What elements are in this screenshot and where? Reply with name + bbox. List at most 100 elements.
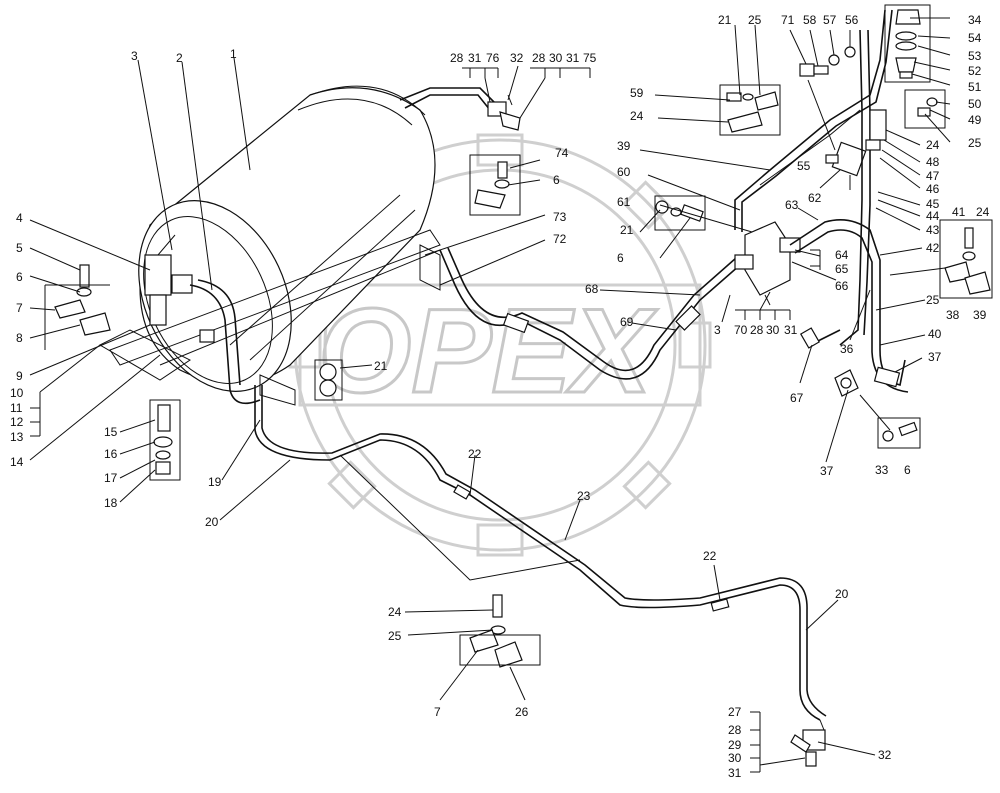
leader-lines: [29, 17, 951, 773]
callout-11: 11: [10, 401, 23, 415]
callout-37-right: 40: [928, 327, 942, 341]
callout-50: 51: [968, 80, 982, 94]
callout-39-right: 38: [946, 308, 960, 322]
tank-valve-left: [144, 234, 261, 405]
clamp-set-bottom: [459, 594, 541, 668]
top-drain-line: [399, 87, 521, 131]
callout-31-top: 31: [468, 51, 482, 65]
callout-7b: 7: [434, 705, 441, 719]
drain-valve-bottom: [790, 719, 826, 767]
main-hose-center: [439, 247, 741, 380]
callout-20b: 20: [835, 587, 849, 601]
callout-25-top: 21: [718, 13, 732, 27]
callout-37: 36: [840, 342, 854, 356]
callout-21-mid: 61: [617, 195, 631, 209]
callout-13: 13: [10, 430, 24, 444]
callout-30-mid: 28: [750, 323, 764, 337]
callout-6-right: 33: [875, 463, 889, 477]
callout-19: 19: [208, 475, 222, 489]
callout-31-mid: 30: [766, 323, 780, 337]
callout-14: 14: [10, 455, 24, 469]
callout-67: 66: [835, 279, 849, 293]
callout-1: 1: [230, 47, 237, 61]
callout-58: 71: [781, 13, 795, 27]
callout-20: 20: [205, 515, 219, 529]
callout-54: 34: [968, 13, 982, 27]
callout-3-mid: 69: [620, 315, 634, 329]
bolt-set-lower-left: [149, 399, 181, 481]
callout-65: 64: [835, 248, 849, 262]
clamp-set-top: [719, 84, 781, 136]
callout-57: 58: [803, 13, 817, 27]
callout-75: 75: [583, 51, 597, 65]
callout-48: 24: [926, 138, 940, 152]
callout-39: 24: [630, 109, 644, 123]
callout-55: 56: [845, 13, 859, 27]
callout-26: 26: [515, 705, 529, 719]
callout-40: 39: [973, 308, 987, 322]
callout-22: 22: [468, 447, 482, 461]
callout-62: 55: [797, 159, 811, 173]
fitting-36: [799, 327, 821, 349]
callout-34: 6: [904, 463, 911, 477]
callout-25: 25: [388, 629, 402, 643]
callout-72: 72: [553, 232, 567, 246]
callout-61: 60: [617, 165, 631, 179]
callout-28-mid: 70: [734, 323, 748, 337]
fitting-55-58: [799, 46, 856, 77]
callout-28-top: 28: [450, 51, 464, 65]
callout-35: 37: [928, 350, 942, 364]
callout-52: 53: [968, 49, 982, 63]
callout-18: 18: [104, 496, 118, 510]
callout-8: 8: [16, 331, 23, 345]
valve-35: [873, 366, 901, 388]
callout-5: 5: [16, 241, 23, 255]
valve-62: [825, 141, 867, 190]
callout-45: 46: [926, 182, 940, 196]
callout-71: 31: [784, 323, 798, 337]
callout-2: 2: [176, 51, 183, 65]
bracket-upper: [469, 154, 521, 216]
callout-38: 25: [926, 293, 940, 307]
right-hoses: [811, 29, 909, 393]
callout-6-top: 6: [553, 173, 560, 187]
callout-21: 21: [374, 359, 388, 373]
callout-23: 23: [577, 489, 591, 503]
callout-74: 74: [555, 146, 569, 160]
callout-73: 73: [553, 210, 567, 224]
callout-51: 52: [968, 64, 982, 78]
callout-32-top: 32: [510, 51, 524, 65]
callout-17: 17: [104, 471, 118, 485]
callout-53: 54: [968, 31, 982, 45]
callout-44: 45: [926, 197, 940, 211]
callout-25-far: 24: [976, 205, 990, 219]
callout-24-far: 41: [952, 205, 966, 219]
callout-68: 6: [617, 251, 624, 265]
callout-15: 15: [104, 425, 118, 439]
callout-22b: 22: [703, 549, 717, 563]
callout-70: 3: [714, 323, 721, 337]
callout-28: 28: [728, 723, 742, 737]
callout-3: 3: [131, 49, 138, 63]
upper-lines: [734, 9, 893, 232]
callout-31: 31: [728, 766, 742, 780]
callout-69: 68: [585, 282, 599, 296]
callout-12: 12: [10, 415, 24, 429]
callout-10: 10: [10, 386, 24, 400]
callout-59: 25: [748, 13, 762, 27]
callout-63: 62: [808, 191, 822, 205]
callout-29: 29: [728, 738, 742, 752]
callout-16: 16: [104, 447, 118, 461]
callout-30-top: 30: [549, 51, 563, 65]
callout-24: 24: [388, 605, 402, 619]
callout-4: 4: [16, 211, 23, 225]
callout-49: 50: [968, 97, 982, 111]
clamp-set-right: [939, 219, 993, 299]
callout-labels: 3 2 1 4 5 6 7 8 9 10 11 12 13 14 15 16 1…: [10, 13, 990, 780]
callout-32: 32: [878, 748, 892, 762]
nut-pair: [314, 359, 343, 401]
bolt-34: [877, 417, 921, 449]
valve-33: [834, 369, 859, 397]
callout-42: 43: [926, 223, 940, 237]
